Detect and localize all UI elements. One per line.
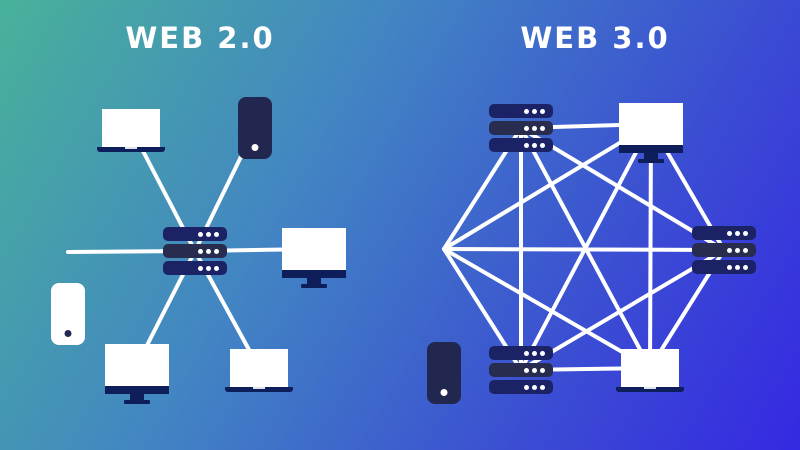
server-led-icon	[214, 265, 219, 271]
web3-phone-left	[427, 342, 461, 404]
monitor-stand	[307, 278, 321, 284]
web2-title: WEB 2.0	[125, 21, 275, 55]
web3-connection-line	[519, 248, 726, 372]
laptop-notch	[125, 147, 137, 149]
web2-phone-left	[51, 283, 85, 345]
server-led-icon	[524, 125, 529, 131]
server-led-icon	[524, 142, 529, 148]
server-led-icon	[214, 231, 219, 237]
server-rack-unit	[489, 380, 553, 394]
web2-monitor-right	[282, 228, 346, 288]
server-led-icon	[532, 125, 537, 131]
monitor-bezel	[282, 270, 346, 278]
monitor-screen	[282, 228, 346, 270]
server-rack-unit	[692, 226, 756, 240]
server-led-icon	[206, 265, 211, 271]
server-rack-unit	[489, 363, 553, 377]
laptop-keyboard-base	[225, 387, 293, 392]
server-led-icon	[198, 265, 203, 271]
web2-hub-server	[163, 227, 227, 275]
server-led-icon	[735, 230, 740, 236]
web2-phone-top-right	[238, 97, 272, 159]
monitor-bezel	[105, 386, 169, 394]
web3-server-top-left	[489, 104, 553, 152]
web3-server-right	[692, 226, 756, 274]
server-led-icon	[743, 247, 748, 253]
laptop-notch	[253, 387, 265, 389]
laptop-screen	[230, 349, 288, 387]
web3-laptop-bottom-right	[616, 349, 684, 392]
laptop-keyboard-base	[616, 387, 684, 392]
server-led-icon	[532, 384, 537, 390]
laptop-notch	[644, 387, 656, 389]
server-led-icon	[727, 264, 732, 270]
web3-connection-line	[648, 122, 653, 370]
server-led-icon	[540, 367, 545, 373]
server-rack-unit	[692, 243, 756, 257]
server-led-icon	[743, 264, 748, 270]
server-led-icon	[524, 367, 529, 373]
server-led-icon	[540, 142, 545, 148]
server-led-icon	[214, 248, 219, 254]
server-led-icon	[540, 350, 545, 356]
server-led-icon	[524, 350, 529, 356]
server-led-icon	[727, 247, 732, 253]
laptop-screen	[621, 349, 679, 387]
server-rack-unit	[489, 138, 553, 152]
server-led-icon	[198, 231, 203, 237]
server-rack-unit	[163, 227, 227, 241]
server-led-icon	[532, 142, 537, 148]
server-led-icon	[532, 367, 537, 373]
monitor-screen	[619, 103, 683, 145]
monitor-bezel	[619, 145, 683, 153]
server-rack-unit	[489, 346, 553, 360]
web3-connection-line	[442, 247, 726, 252]
server-led-icon	[206, 231, 211, 237]
server-rack-unit	[489, 121, 553, 135]
server-led-icon	[735, 247, 740, 253]
server-led-icon	[540, 384, 545, 390]
home-button-icon	[64, 330, 72, 337]
web3-server-bottom-left	[489, 346, 553, 394]
monitor-screen	[105, 344, 169, 386]
web3-connection-line	[519, 122, 653, 372]
web3-monitor-top-right	[619, 103, 683, 163]
web2-monitor-bottom-left	[105, 344, 169, 404]
server-led-icon	[735, 264, 740, 270]
home-button-icon	[440, 389, 448, 396]
server-rack-unit	[163, 261, 227, 275]
home-button-icon	[251, 144, 259, 151]
server-led-icon	[743, 230, 748, 236]
server-led-icon	[206, 248, 211, 254]
server-led-icon	[727, 230, 732, 236]
server-rack-unit	[692, 260, 756, 274]
monitor-stand	[130, 394, 144, 400]
server-led-icon	[198, 248, 203, 254]
server-led-icon	[532, 350, 537, 356]
monitor-base	[301, 284, 327, 288]
laptop-keyboard-base	[97, 147, 165, 152]
server-rack-unit	[163, 244, 227, 258]
web2-laptop-top-left	[97, 109, 165, 152]
server-led-icon	[524, 108, 529, 114]
web3-connection-line	[442, 122, 653, 251]
server-led-icon	[532, 108, 537, 114]
server-rack-unit	[489, 104, 553, 118]
web3-connection-line	[519, 126, 726, 252]
monitor-base	[124, 400, 150, 404]
monitor-stand	[644, 153, 658, 159]
server-led-icon	[524, 384, 529, 390]
server-led-icon	[540, 108, 545, 114]
server-led-icon	[540, 125, 545, 131]
web3-connection-line	[442, 247, 652, 370]
monitor-base	[638, 159, 664, 163]
web2-laptop-bottom-right	[225, 349, 293, 392]
web3-title: WEB 3.0	[520, 21, 670, 55]
laptop-screen	[102, 109, 160, 147]
